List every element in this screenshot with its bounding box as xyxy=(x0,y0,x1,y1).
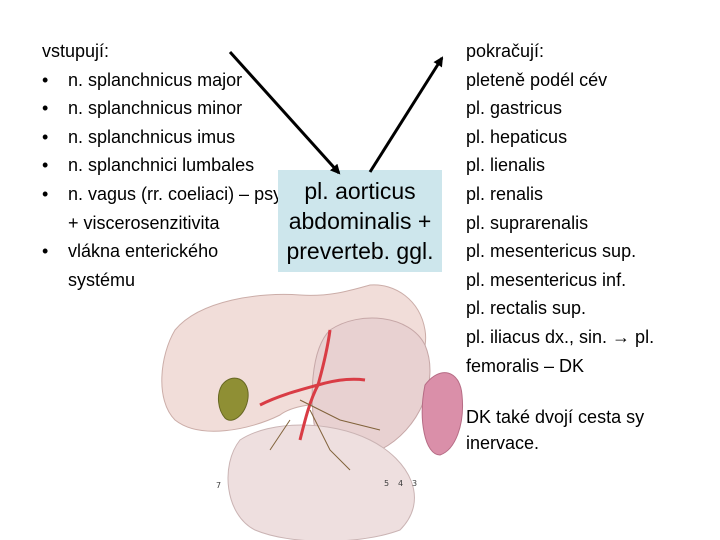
bullet: • xyxy=(42,155,49,176)
right-line: pokračují: xyxy=(466,41,545,61)
illustration-label-4: 4 xyxy=(398,479,403,488)
right-line: pleteně podél cév xyxy=(466,69,608,90)
right-line: pl. mesentericus inf. xyxy=(466,269,627,290)
list-item-text: n. splanchnici lumbales xyxy=(68,155,255,176)
left-list: vstupují: • n. splanchnicus major • n. spl… xyxy=(42,37,313,294)
right-line: pl. rectalis sup. xyxy=(466,298,587,319)
nerve-network xyxy=(269,399,381,471)
right-line: pl. renalis xyxy=(466,183,544,204)
list-item: • n. splanchnicus minor xyxy=(42,94,313,123)
spleen-shape xyxy=(421,372,464,456)
right-line: pl. suprarenalis xyxy=(466,212,589,233)
bullet: • xyxy=(42,69,49,90)
intestine-shape xyxy=(227,424,415,540)
list-item: • n. vagus (rr. coeliaci) – psy + viscero… xyxy=(42,180,288,237)
illustration-label-5: 5 xyxy=(384,479,389,488)
illustration-label-7: 7 xyxy=(216,481,221,490)
list-item: • vlákna enterického systému xyxy=(42,237,268,294)
right-list: pokračují: pleteně podél cév pl. gastric… xyxy=(466,37,706,380)
input-nerves-list: • n. splanchnicus major • n. splanchnicus … xyxy=(42,66,313,295)
center-line-2: abdominalis + xyxy=(288,208,432,234)
vessel-network xyxy=(259,329,366,441)
input-arrow xyxy=(228,50,341,175)
gallbladder-shape xyxy=(217,377,249,421)
right-line: pl. iliacus dx., sin. → pl. xyxy=(466,326,655,347)
list-item: • n. splanchnicus imus xyxy=(42,123,313,152)
bullet: • xyxy=(42,183,49,204)
list-item-text: vlákna enterického systému xyxy=(68,241,219,290)
aortic-plexus-box: pl. aorticus abdominalis + preverteb. gg… xyxy=(278,170,442,272)
right-line: pl. lienalis xyxy=(466,155,546,176)
right-line: pl. hepaticus xyxy=(466,126,568,147)
center-line-1: pl. aorticus xyxy=(304,178,416,204)
list-item: • n. splanchnicus major xyxy=(42,66,313,95)
left-heading: vstupují: xyxy=(42,41,110,61)
illustration-label-3: 3 xyxy=(412,479,417,488)
output-arrow xyxy=(368,56,444,173)
list-item-text: n. splanchnicus imus xyxy=(68,126,236,147)
center-line-3: preverteb. ggl. xyxy=(286,238,434,264)
bullet: • xyxy=(42,241,49,262)
list-item-text: n. splanchnicus minor xyxy=(68,98,243,119)
list-item-text: n. vagus (rr. coeliaci) – psy + visceros… xyxy=(68,183,283,233)
bullet: • xyxy=(42,126,49,147)
right-note: DK také dvojí cesta sy inervace. xyxy=(466,407,645,453)
right-line: pl. gastricus xyxy=(466,98,563,119)
list-item: • n. splanchnici lumbales xyxy=(42,151,268,180)
list-item-text: n. splanchnicus major xyxy=(68,69,243,90)
bullet: • xyxy=(42,98,49,119)
right-line: femoralis – DK xyxy=(466,355,585,376)
right-line: pl. mesentericus sup. xyxy=(466,241,637,262)
